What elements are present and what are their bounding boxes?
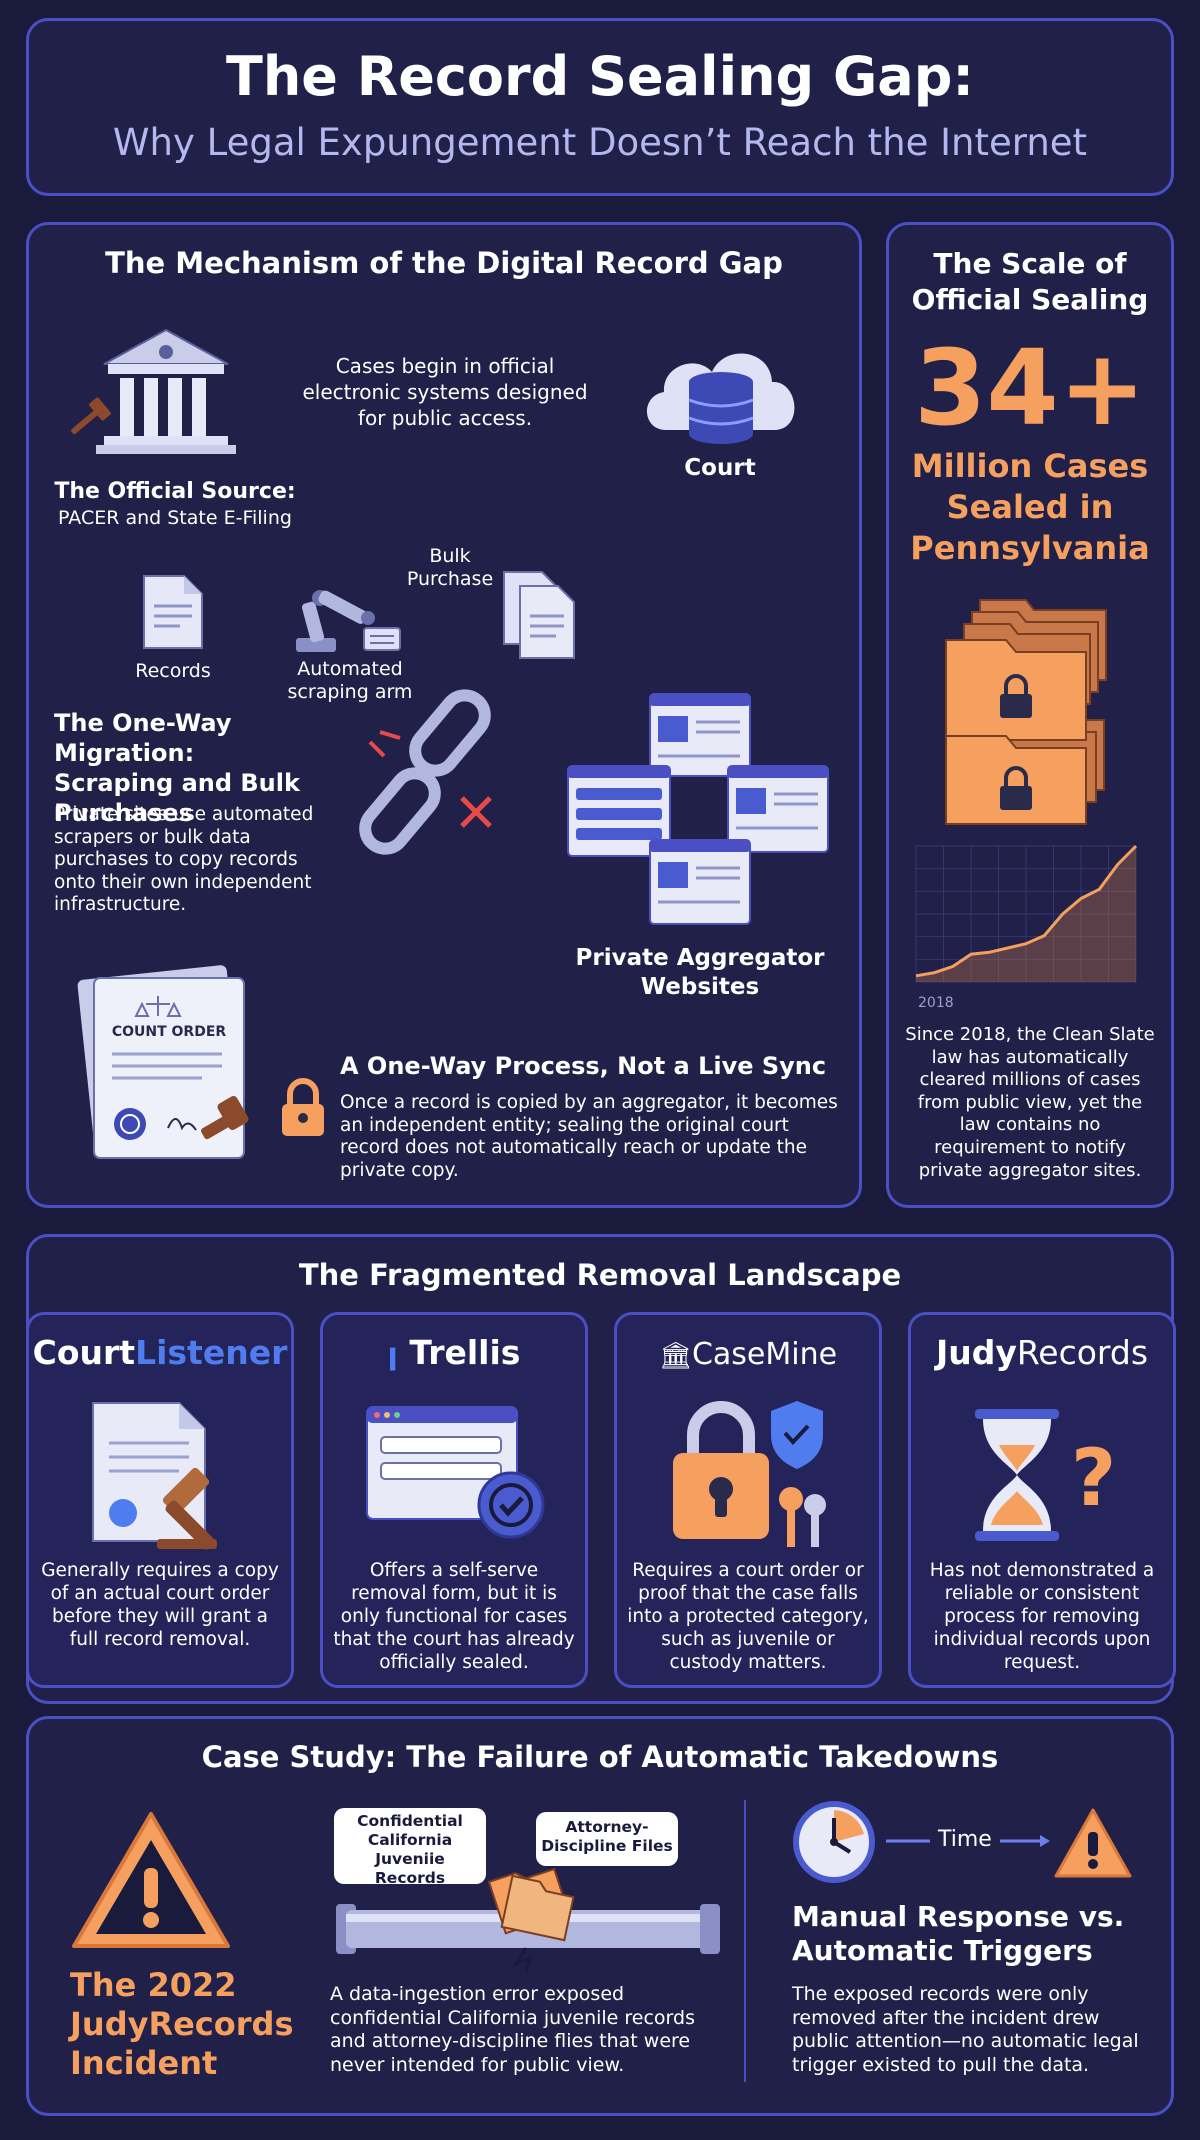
chart-area-fill	[916, 846, 1136, 982]
official-source-sub: PACER and State E-Filing	[58, 507, 292, 529]
casemine-logo: 🏛CaseMine	[658, 1337, 838, 1372]
official-source-title: The Official Source:	[54, 479, 296, 504]
court-cloud-icon	[646, 353, 795, 444]
process-text: Once a record is copied by an aggregator…	[340, 1092, 838, 1181]
card-casemine: 🏛CaseMine Requires a court order or proo…	[614, 1312, 882, 1688]
process-title: A One-Way Process, Not a Live Sync	[340, 1052, 827, 1080]
incident-middle-text: A data-ingestion error exposed confident…	[330, 1983, 695, 2076]
court-order-document-icon	[77, 965, 249, 1159]
lock-shield-keys-icon	[673, 1401, 826, 1547]
mechanism-intro: Cases begin in official electronic syste…	[302, 354, 588, 430]
bulk-purchase-label: Bulk Purchase	[406, 545, 494, 590]
chart-start-label: 2018	[918, 995, 954, 1011]
records-document-icon	[143, 575, 203, 649]
page-title: The Record Sealing Gap:	[226, 45, 974, 108]
chart-series-line	[915, 844, 1138, 978]
scale-title: The Scale of Official Sealing	[911, 247, 1149, 316]
data-pipe-icon	[336, 1867, 720, 1973]
judyrecords-logo: JudyRecords	[935, 1333, 1149, 1372]
removal-title: The Fragmented Removal Landscape	[298, 1258, 902, 1292]
bubble-attorney-files-text: Attorney-Discipline Files	[541, 1818, 673, 1855]
broken-chain-icon	[359, 689, 492, 855]
scale-big-number: 34+	[914, 327, 1146, 449]
alert-triangle-icon	[1054, 1808, 1132, 1878]
time-label: Time	[938, 1827, 992, 1852]
incident-label: The 2022 JudyRecords Incident	[70, 1966, 294, 2082]
courtlistener-logo: CourtListener	[32, 1333, 288, 1372]
judyrecords-desc: Has not demonstrated a reliable or consi…	[929, 1560, 1155, 1673]
mechanism-title: The Mechanism of the Digital Record Gap	[105, 246, 783, 280]
court-label: Court	[684, 455, 756, 481]
manual-vs-automatic-text: The exposed records were only removed af…	[792, 1983, 1139, 2076]
sealing-growth-chart	[915, 844, 1138, 983]
scraper-label: Automated scraping arm	[287, 658, 413, 703]
scale-text: Since 2018, the Clean Slate law has auto…	[905, 1024, 1155, 1181]
card-courtlistener: CourtListener Generally requires a copy …	[26, 1312, 294, 1688]
scale-big-label: Million Cases Sealed in Pennsylvania	[910, 447, 1150, 567]
warning-triangle-icon	[72, 1812, 230, 1948]
courtlistener-desc: Generally requires a copy of an actual c…	[41, 1560, 279, 1650]
case-study-title: Case Study: The Failure of Automatic Tak…	[201, 1740, 999, 1774]
migration-title: The One-Way Migration: Scraping and Bulk…	[54, 709, 300, 827]
bulk-documents-icon	[503, 571, 575, 659]
manual-vs-automatic-title: Manual Response vs. Automatic Triggers	[792, 1900, 1125, 1967]
casemine-pillar-icon: 🏛	[658, 1341, 692, 1371]
migration-text: Private sites use automated scrapers or …	[54, 804, 314, 915]
trellis-logo: ꞁ Trellis	[387, 1333, 521, 1372]
aggregator-label: Private Aggregator Websites	[575, 945, 825, 1000]
card-trellis: ꞁ Trellis Offers a self-serve removal fo…	[320, 1312, 588, 1688]
robot-arm-icon	[296, 590, 401, 652]
removal-form-badge-icon	[366, 1406, 545, 1539]
clock-icon	[793, 1801, 875, 1883]
page-subtitle: Why Legal Expungement Doesn’t Reach the …	[112, 121, 1088, 164]
courthouse-icon	[71, 328, 236, 454]
count-order-label: COUNT ORDER	[111, 1024, 227, 1040]
svg-text:?: ?	[1071, 1434, 1116, 1524]
trellis-desc: Offers a self-serve removal form, but it…	[333, 1560, 575, 1673]
court-document-gavel-icon	[92, 1402, 217, 1550]
time-arrow-right	[1000, 1835, 1050, 1847]
hourglass-question-icon: ?	[975, 1409, 1116, 1541]
bubble-attorney-files	[536, 1812, 678, 1866]
padlock-icon	[282, 1078, 324, 1136]
bubble-juvenile-records	[334, 1808, 486, 1884]
header-panel: The Record Sealing Gap: Why Legal Expung…	[26, 18, 1174, 196]
time-arrow-left	[886, 1839, 930, 1843]
case-study-divider	[744, 1800, 746, 2082]
casemine-desc: Requires a court order or proof that the…	[627, 1560, 869, 1673]
aggregator-websites-icon	[567, 693, 829, 925]
trellis-mark-icon: ꞁ	[387, 1337, 398, 1372]
sealed-folders-icon	[945, 599, 1107, 825]
card-judyrecords: JudyRecords ? Has not demonstrated a rel…	[908, 1312, 1176, 1688]
records-label: Records	[135, 660, 211, 682]
bubble-juvenile-records-text: Confidential California Juveniie Records	[357, 1812, 463, 1887]
